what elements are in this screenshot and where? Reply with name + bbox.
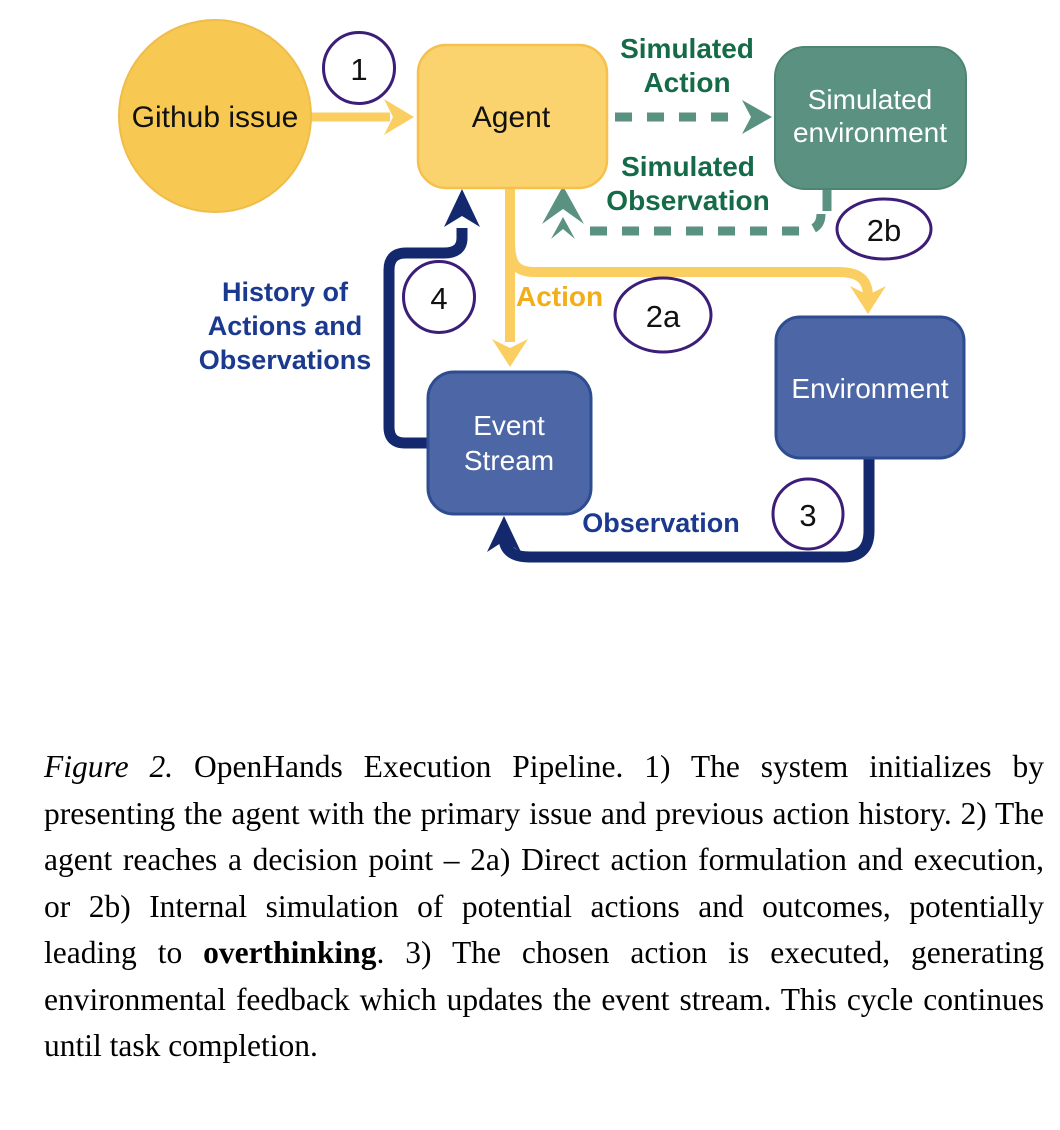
action-branch-to-environment-arrow: [505, 239, 873, 298]
event-stream-label-line-2: Stream: [464, 445, 554, 476]
step-4-badge-label: 4: [430, 281, 447, 316]
event-stream-node: [426, 370, 593, 516]
history-arrowhead: [444, 189, 480, 227]
step-1-badge: [322, 31, 396, 105]
figure-caption-text-after-bold: . 3) The chosen action is executed, gene…: [44, 935, 1044, 1063]
history-arrow: [383, 228, 468, 449]
step-4-badge: [402, 260, 476, 334]
step-2b-badge: [835, 197, 933, 261]
observation-arrowhead: [487, 516, 521, 552]
history-label-line-1: History of: [222, 277, 349, 307]
agent-node: [416, 43, 609, 190]
step-3-badge: [771, 477, 845, 551]
figure-caption: Figure 2. OpenHands Execution Pipeline. …: [44, 744, 1044, 1070]
simulated-environment-label-line-2: environment: [793, 117, 947, 148]
simulated-environment-label-line-1: Simulated: [808, 84, 933, 115]
simulated-action-label-line-1: Simulated: [620, 33, 754, 64]
action-branch-arrowhead: [850, 286, 886, 314]
github-to-agent-arrowhead: [384, 99, 414, 135]
agent-label: Agent: [472, 101, 551, 134]
simulated-environment-node: [774, 46, 967, 190]
simulated-observation-arrowhead-inner: [551, 217, 575, 239]
simulated-action-label-line-2: Action: [643, 67, 730, 98]
figure-caption-text-before-bold: OpenHands Execution Pipeline. 1) The sys…: [44, 749, 1044, 970]
step-3-badge-label: 3: [799, 498, 816, 533]
observation-arrow: [498, 459, 875, 563]
figure-caption-bold-word: overthinking: [203, 935, 377, 970]
history-label-line-2: Actions and: [208, 311, 363, 341]
observation-label: Observation: [582, 508, 740, 538]
environment-label: Environment: [791, 373, 948, 404]
github-issue-node: [118, 19, 312, 213]
simulated-observation-label-line-1: Simulated: [621, 151, 755, 182]
simulated-observation-label-line-2: Observation: [606, 185, 769, 216]
agent-to-event-stream-arrowhead: [492, 339, 528, 367]
simulated-observation-arrowhead: [542, 186, 584, 224]
step-2b-badge-label: 2b: [867, 213, 901, 248]
execution-pipeline-diagram: Github issue Agent Simulated environment…: [118, 19, 967, 563]
github-issue-label: Github issue: [132, 101, 299, 134]
action-label: Action: [516, 281, 603, 312]
simulated-observation-arrow: [584, 213, 826, 236]
history-label-line-3: Observations: [199, 345, 372, 375]
environment-node: [774, 315, 966, 460]
simulated-action-arrowhead: [742, 100, 772, 134]
step-2a-badge-label: 2a: [646, 299, 681, 334]
step-1-badge-label: 1: [350, 52, 367, 87]
figure-caption-number: Figure 2.: [44, 749, 174, 784]
step-2a-badge: [613, 276, 713, 354]
event-stream-label-line-1: Event: [473, 410, 545, 441]
